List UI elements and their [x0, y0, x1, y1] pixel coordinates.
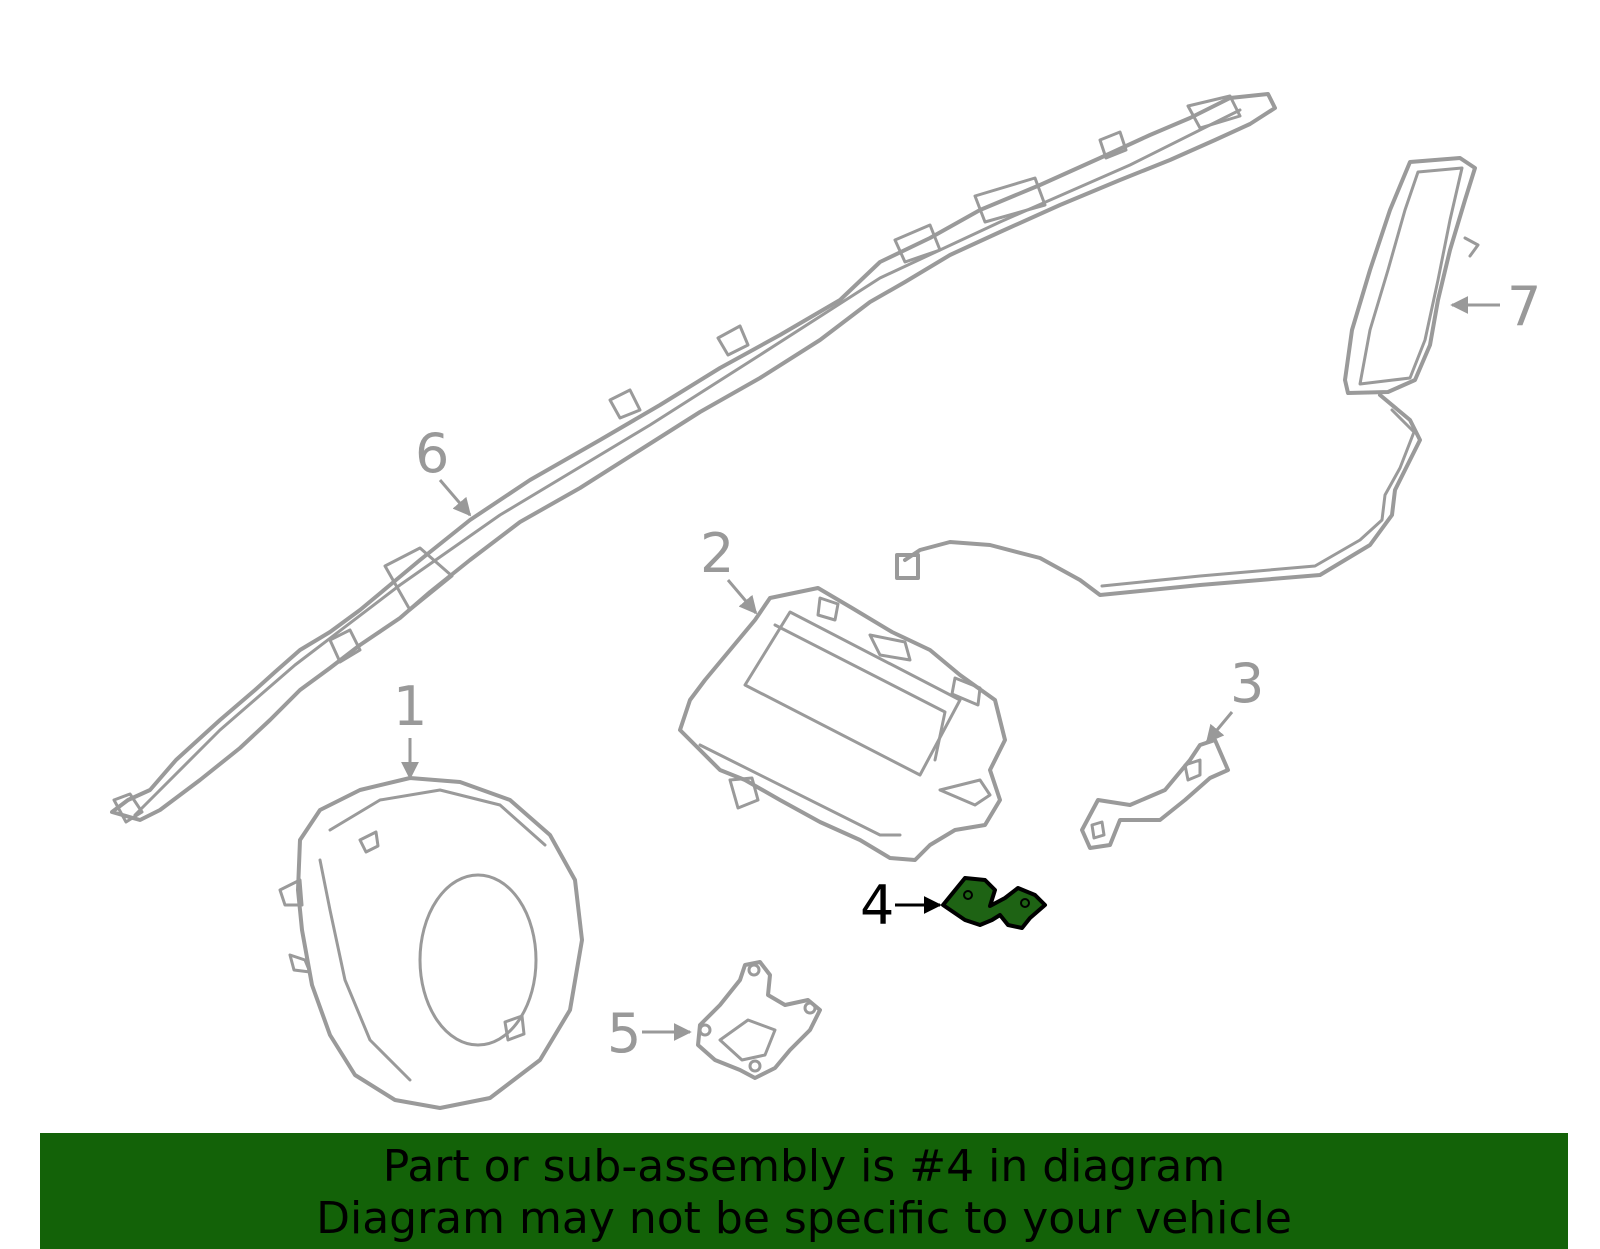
callout-4: 4: [860, 874, 942, 937]
callout-label-5: 5: [607, 1002, 641, 1065]
part-5-bracket: [696, 960, 822, 1080]
callout-7: 7: [1450, 275, 1541, 338]
callout-5: 5: [607, 1002, 692, 1065]
callout-3: 3: [1205, 652, 1264, 744]
part-1-driver-airbag: [278, 776, 584, 1110]
callout-label-2: 2: [700, 522, 734, 585]
callout-label-3: 3: [1230, 652, 1264, 715]
callout-label-4: 4: [860, 874, 894, 937]
banner-line-disclaimer: Diagram may not be specific to your vehi…: [316, 1193, 1292, 1244]
callout-label-1: 1: [393, 675, 427, 738]
callout-label-7: 7: [1507, 275, 1541, 338]
callout-label-6: 6: [415, 422, 449, 485]
info-banner: Part or sub-assembly is #4 in diagram Di…: [40, 1133, 1568, 1249]
callout-1: 1: [393, 675, 427, 780]
part-6-curtain-airbag: [110, 92, 1277, 824]
part-2-control-module: [678, 586, 1007, 862]
leader-arrow-2: [726, 579, 758, 615]
leader-arrow-6: [438, 479, 472, 517]
leader-arrow-3: [1205, 711, 1234, 744]
callout-6: 6: [415, 422, 472, 517]
banner-line-part-number: Part or sub-assembly is #4 in diagram: [382, 1141, 1226, 1192]
part-4-bracket-highlighted: [941, 876, 1047, 930]
callout-2: 2: [700, 522, 758, 615]
part-3-bracket: [1080, 738, 1230, 850]
part-7-airbag-module: [895, 156, 1480, 597]
